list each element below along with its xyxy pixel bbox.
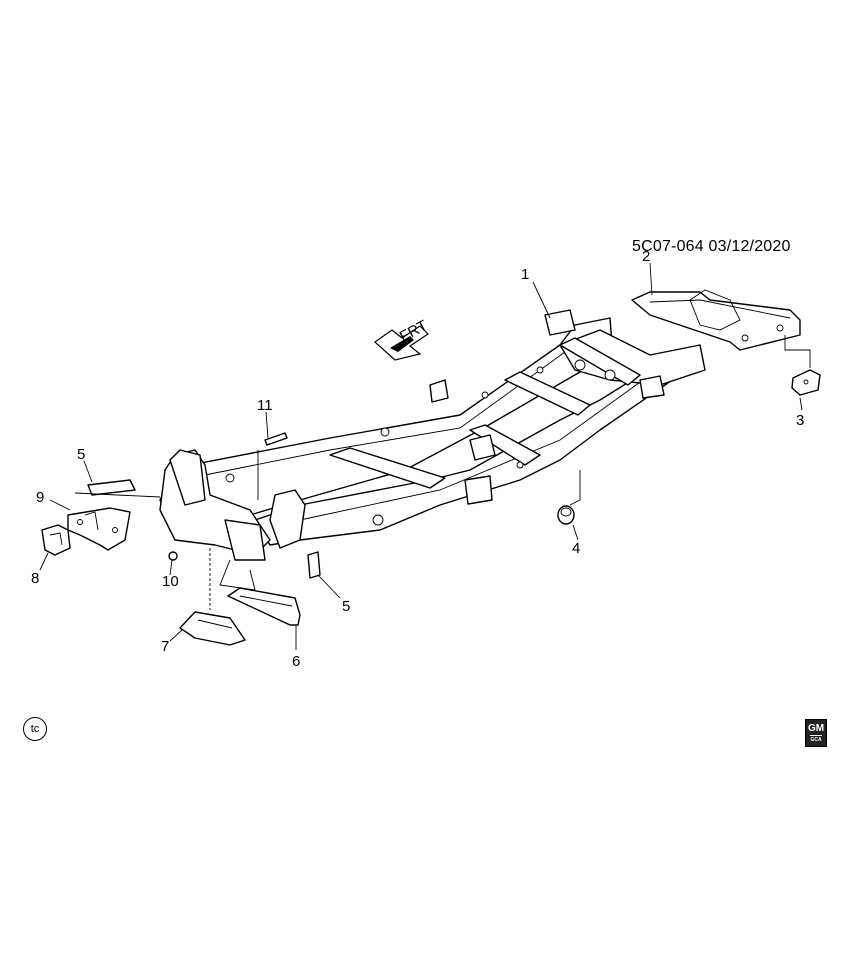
callout-2: 2 (642, 248, 650, 265)
part-9-bracket (67, 507, 131, 551)
part-10-nut (168, 551, 178, 561)
callout-5-left: 5 (77, 446, 85, 463)
part-3-bracket (791, 369, 821, 396)
leader-lines (39, 262, 811, 650)
callout-1: 1 (521, 266, 529, 283)
part-2-rear-crossmember (631, 289, 801, 351)
callout-7: 7 (161, 638, 169, 655)
part-6-skid-plate (227, 587, 301, 626)
gm-logo: GM GCA (805, 719, 827, 747)
gm-logo-sub: GCA (810, 735, 822, 743)
callouts: 1 2 3 4 5 5 6 7 8 9 10 11 (31, 248, 804, 670)
callout-6: 6 (292, 653, 300, 670)
callout-9: 9 (36, 489, 44, 506)
callout-5-right: 5 (342, 598, 350, 615)
part-8-clip (41, 524, 71, 556)
part-5-plate-right (307, 551, 321, 579)
callout-4: 4 (572, 540, 580, 557)
front-arrow-icon: FRT (374, 317, 430, 361)
doc-id: 5C07-064 03/12/2020 (632, 238, 791, 255)
callout-10: 10 (162, 573, 179, 590)
callout-8: 8 (31, 570, 39, 587)
gm-logo-text: GM (807, 723, 825, 734)
part-4-bushing (557, 505, 575, 525)
tc-badge: tc (23, 717, 47, 741)
part-5-plate-left (74, 479, 161, 498)
frame-assembly (159, 309, 706, 561)
part-7-skid-plate (179, 611, 246, 646)
callout-11: 11 (257, 397, 273, 414)
part-11-pin (264, 432, 288, 446)
callout-3: 3 (796, 412, 804, 429)
